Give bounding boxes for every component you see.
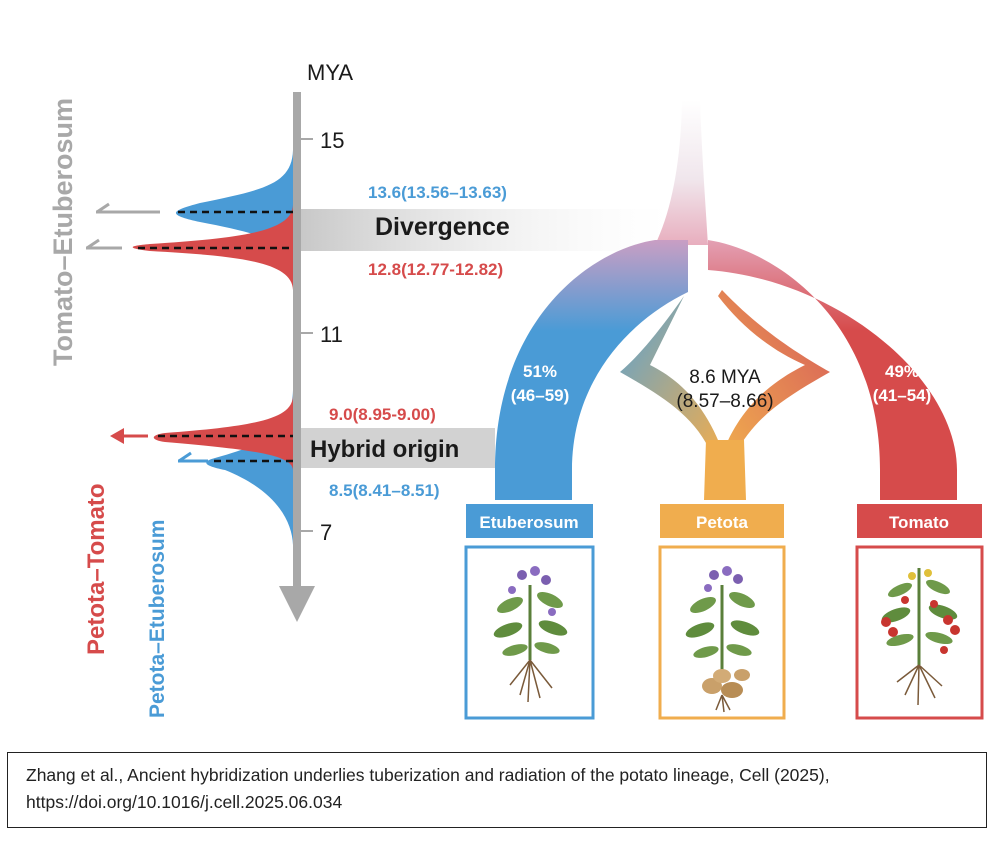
hybrid-blue-arrow-head [178,451,192,463]
tomato-plant-illustration [881,568,960,706]
petota-plant-illustration [685,566,760,713]
time-axis: MYA 15 11 7 [279,60,353,622]
hybrid-origin-event: Hybrid origin 9.0(8.95-9.00) 8.5(8.41–8.… [110,405,495,500]
citation-box: Zhang et al., Ancient hybridization unde… [7,752,987,828]
lineage-petota: Petota [658,504,786,720]
left-percent: 51% [523,362,557,381]
tick-label-15: 15 [320,128,344,153]
tick-label-11: 11 [320,322,343,347]
hybrid-origin-label: Hybrid origin [310,436,459,463]
divergence-label: Divergence [375,213,510,241]
divergence-estimate-red: 12.8(12.77-12.82) [368,260,503,279]
petota-header [660,504,784,538]
divergence-red-arrow-head [86,238,100,250]
lineage-tomato: Tomato [855,504,984,720]
axis-line [293,92,301,588]
tree-petota-stem [704,440,746,500]
right-range: (41–54) [873,386,932,405]
etuberosum-header [466,504,593,538]
hybrid-blue-density [206,390,293,545]
label-tomato-etuberosum: Tomato–Etuberosum [48,98,78,366]
tree-inner-right [718,290,830,455]
hybrid-time-range: (8.57–8.66) [676,391,773,412]
hybrid-band [301,428,495,468]
tree-inner-left [620,296,724,455]
etuberosum-label: Etuberosum [479,513,578,532]
citation-doi[interactable]: https://doi.org/10.1016/j.cell.2025.06.0… [26,792,343,812]
label-petota-etuberosum: Petota–Etuberosum [146,520,169,718]
right-percent: 49% [885,362,919,381]
divergence-blue-density [176,150,293,272]
divergence-event: Divergence 13.6(13.56–13.63) 12.8(12.77-… [86,183,671,279]
tree-branch-left [495,240,688,500]
citation-line-1: Zhang et al., Ancient hybridization unde… [26,765,830,785]
hybrid-estimate-red: 9.0(8.95-9.00) [329,405,436,424]
tomato-header [857,504,982,538]
density-curves [132,150,293,545]
hybrid-red-arrow-head [110,428,124,444]
hybrid-red-density [153,396,293,470]
left-range: (46–59) [511,386,570,405]
divergence-band [301,209,671,251]
divergence-estimate-blue: 13.6(13.56–13.63) [368,183,507,202]
petota-label: Petota [696,513,749,532]
label-petota-tomato: Petota–Tomato [83,483,110,655]
tick-label-7: 7 [320,520,332,545]
lineage-etuberosum: Etuberosum [464,504,595,720]
divergence-blue-arrow-head [96,202,110,214]
tomato-label: Tomato [889,513,949,532]
tree-trunk [655,100,708,245]
etuberosum-plant-illustration [493,566,568,703]
hybrid-time: 8.6 MYA [689,367,761,388]
hybrid-estimate-blue: 8.5(8.41–8.51) [329,481,440,500]
axis-arrow-head [279,586,315,622]
phylogenetic-tree: 51% (46–59) 49% (41–54) 8.6 MYA (8.57–8.… [495,100,957,500]
tree-branch-right [708,240,957,500]
axis-unit-label: MYA [307,60,353,85]
